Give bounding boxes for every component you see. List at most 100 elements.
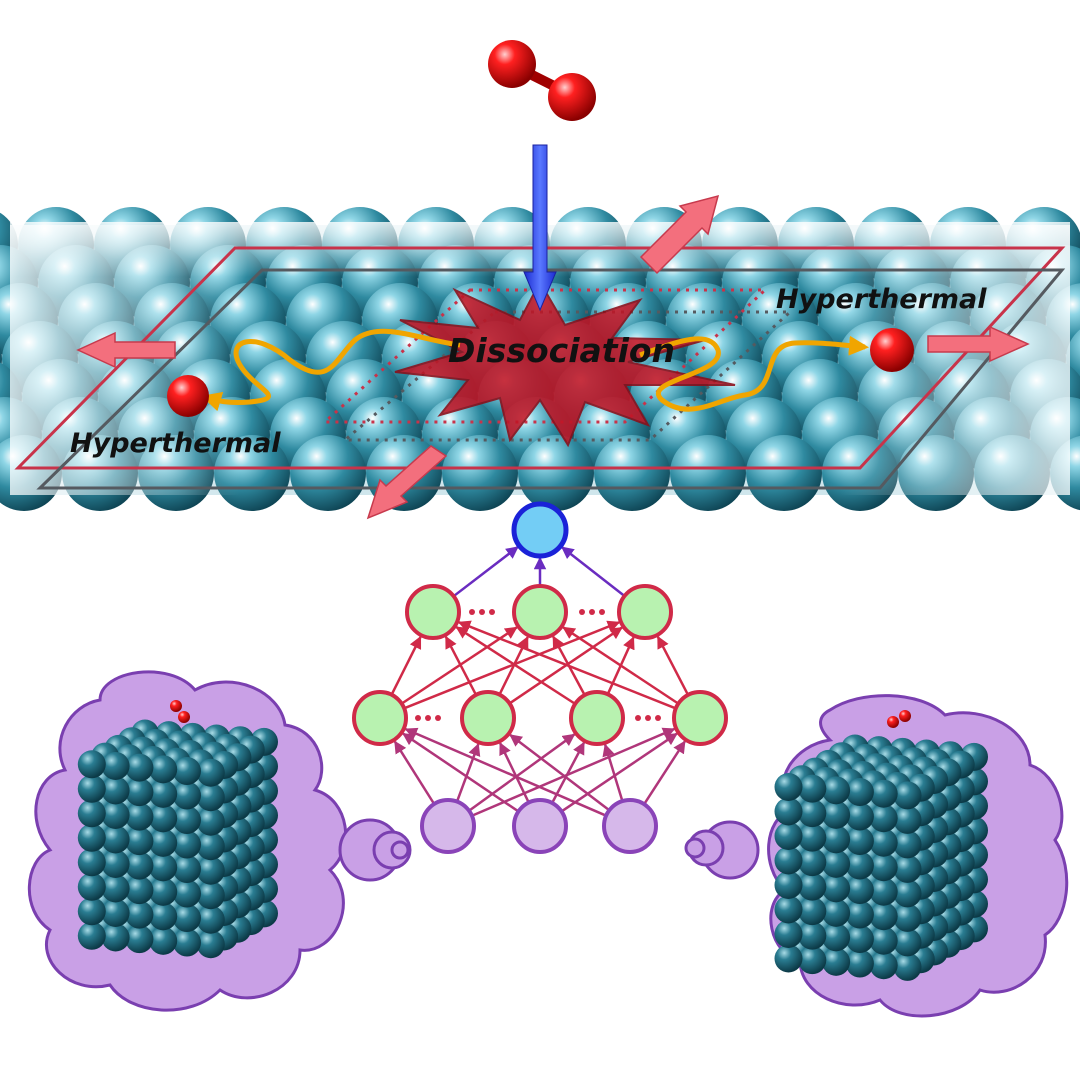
cluster-atom [869, 779, 898, 808]
cluster-atom [125, 778, 154, 807]
surface-atom [518, 435, 594, 511]
network-nodes [352, 501, 728, 854]
network-edges [390, 546, 690, 817]
cluster-atom [173, 781, 201, 810]
cluster-atom [869, 902, 898, 931]
network-edge [403, 620, 621, 710]
cluster-atom [77, 872, 106, 901]
cluster-atom [196, 783, 225, 812]
cluster-atom [125, 827, 154, 856]
cluster-atom [774, 846, 803, 875]
cluster-atom [101, 751, 130, 780]
cluster-atom [798, 774, 827, 803]
incident-arrow [523, 144, 557, 312]
cluster-atom [893, 928, 922, 957]
cluster-atom [101, 800, 130, 829]
cluster-atom [101, 898, 130, 927]
cluster-atom [893, 805, 922, 834]
inner-frame [36, 268, 1066, 490]
hidden-node-layer1 [352, 690, 408, 746]
left-cluster [77, 719, 278, 959]
cluster-atom [125, 925, 154, 954]
cluster-atom [893, 903, 922, 932]
cluster-atom [125, 753, 154, 782]
cluster-atom [77, 823, 106, 852]
cluster-atom [149, 828, 178, 857]
surface-frames [14, 246, 1066, 490]
left-trajectory [201, 328, 461, 412]
cluster-atom [845, 876, 874, 905]
cluster-atom [893, 854, 922, 883]
cluster-atom [774, 944, 803, 973]
cluster-atom [822, 825, 851, 854]
cluster-atom [798, 921, 827, 950]
cluster-atom [196, 758, 225, 787]
network-edge [455, 626, 576, 705]
cluster-atom [798, 946, 827, 975]
network-edge [560, 732, 678, 813]
cluster-atom [774, 797, 803, 826]
right-cloud-o2 [887, 710, 911, 728]
cluster-atom [798, 823, 827, 852]
cluster-atom [101, 776, 130, 805]
cluster-atom [869, 804, 898, 833]
outgoing-arrows [76, 194, 1030, 520]
cluster-atom [173, 830, 201, 859]
cluster-atom [101, 825, 130, 854]
network-edge [602, 743, 624, 802]
network-edge [404, 727, 607, 817]
surface-atom [746, 435, 822, 511]
cluster-atom [798, 897, 827, 926]
outer-frame [14, 246, 1066, 470]
cluster-atom [774, 822, 803, 850]
network-edge [562, 626, 680, 705]
output-node [511, 501, 569, 559]
cluster-atom [893, 830, 922, 859]
cluster-atom [845, 949, 874, 978]
cluster-atom [149, 779, 178, 808]
cluster-atom [196, 905, 225, 934]
network-edge [455, 743, 481, 803]
cluster-atom [77, 921, 106, 950]
cluster-atom [845, 802, 874, 831]
network-edge [452, 546, 519, 598]
cluster-atom [774, 895, 803, 924]
cluster-atom [77, 750, 106, 779]
right-cluster [774, 734, 988, 981]
cluster-atom [845, 925, 874, 954]
hidden-node-layer2 [512, 584, 568, 640]
cluster-atom [774, 773, 803, 801]
arrow-lower-left [366, 445, 448, 520]
network-edge [457, 620, 677, 710]
cluster-atom [822, 800, 851, 829]
cluster-atom [125, 900, 154, 929]
cluster-atom [196, 856, 225, 885]
oxygen-atom-right [870, 328, 914, 372]
cluster-atom [822, 776, 851, 805]
cluster-atom [822, 923, 851, 952]
surface-atom [442, 435, 518, 511]
cluster-atom [196, 832, 225, 861]
cluster-atom [77, 897, 106, 926]
cluster-atom [101, 849, 130, 878]
network-edge [656, 635, 690, 696]
cluster-atom [125, 876, 154, 905]
network-edge [393, 740, 436, 805]
hidden-node-layer1 [569, 690, 625, 746]
hidden-node-layer2 [405, 584, 461, 640]
o2-molecule [488, 40, 596, 121]
cluster-atom [845, 851, 874, 880]
cluster-atom [822, 947, 851, 976]
network-edge [444, 635, 478, 696]
cluster-atom [822, 898, 851, 927]
surface-atom [290, 435, 366, 511]
network-edge [498, 636, 529, 696]
cluster-atom [845, 778, 874, 807]
cluster-atom [893, 952, 922, 981]
hidden-node-layer2 [617, 584, 673, 640]
label-dissociation: Dissociation [448, 331, 675, 370]
cluster-atom [822, 849, 851, 878]
network-edge [390, 635, 422, 696]
cluster-atom [869, 951, 898, 980]
arrow-right [927, 325, 1030, 363]
